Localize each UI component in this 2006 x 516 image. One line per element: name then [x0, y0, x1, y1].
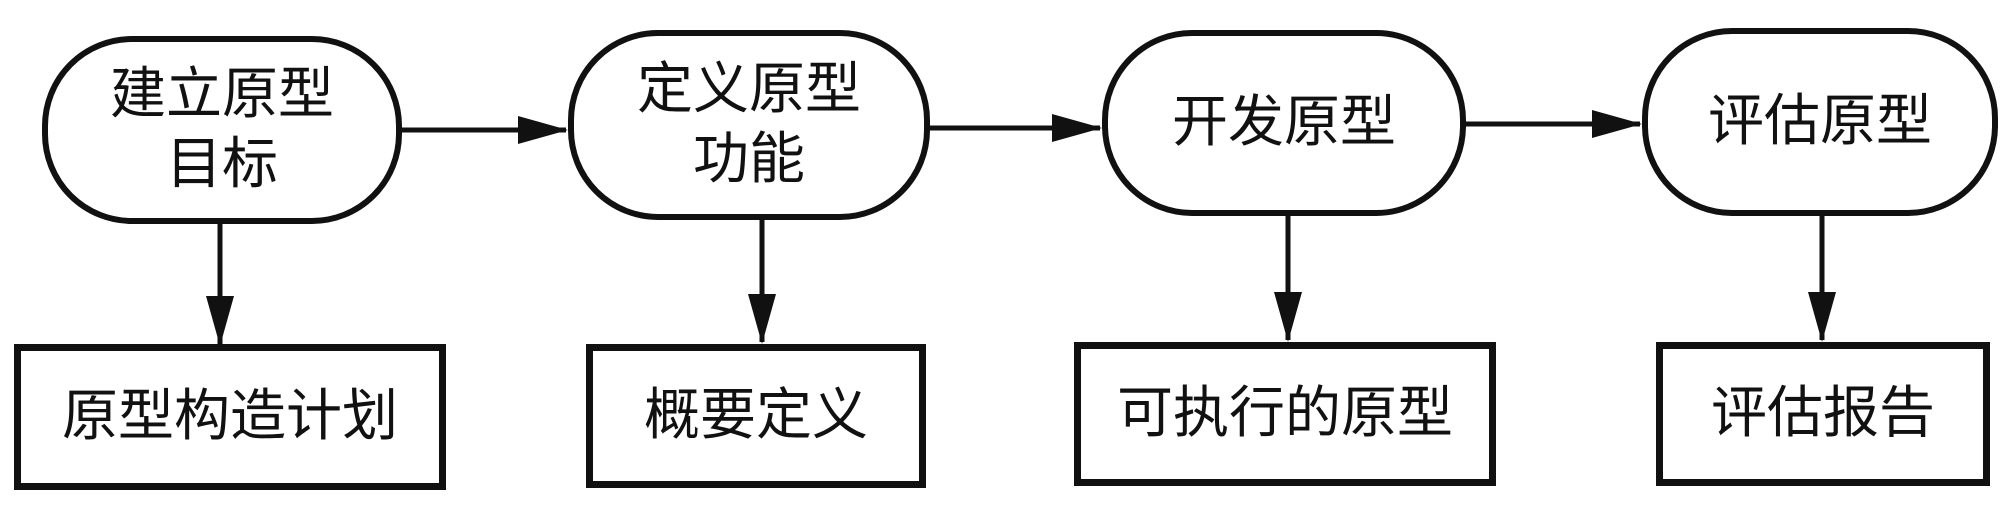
arrowhead-step1-to-output1	[206, 296, 234, 346]
output-label: 评估报告	[1711, 381, 1935, 446]
output-box-summary-definition: 概要定义	[586, 344, 926, 488]
step-node-define-function: 定义原型 功能	[568, 30, 930, 220]
step-label-line1: 定义原型	[637, 57, 861, 122]
step-label-line2: 目标	[166, 132, 278, 197]
step-label-line1: 建立原型	[110, 62, 334, 127]
output-box-construction-plan: 原型构造计划	[14, 344, 446, 490]
output-label: 概要定义	[644, 383, 868, 448]
step-node-build-goal: 建立原型 目标	[42, 36, 402, 224]
arrowhead-step2-to-output2	[748, 294, 776, 344]
step-node-evaluate-prototype: 评估原型	[1642, 28, 1998, 216]
arrowhead-step1-to-step2	[518, 116, 568, 144]
output-box-executable-prototype: 可执行的原型	[1074, 342, 1496, 486]
step-label-line1: 开发原型	[1172, 90, 1396, 155]
arrowhead-step2-to-step3	[1052, 114, 1102, 142]
output-label: 可执行的原型	[1117, 381, 1453, 446]
output-box-evaluation-report: 评估报告	[1656, 342, 1990, 486]
step-label-line2: 功能	[693, 127, 805, 192]
step-label-line1: 评估原型	[1708, 89, 1932, 154]
arrowhead-step3-to-output3	[1274, 292, 1302, 342]
output-label: 原型构造计划	[62, 384, 398, 449]
arrowhead-step4-to-output4	[1808, 292, 1836, 342]
arrowhead-step3-to-step4	[1592, 110, 1642, 138]
step-node-develop-prototype: 开发原型	[1102, 30, 1466, 216]
